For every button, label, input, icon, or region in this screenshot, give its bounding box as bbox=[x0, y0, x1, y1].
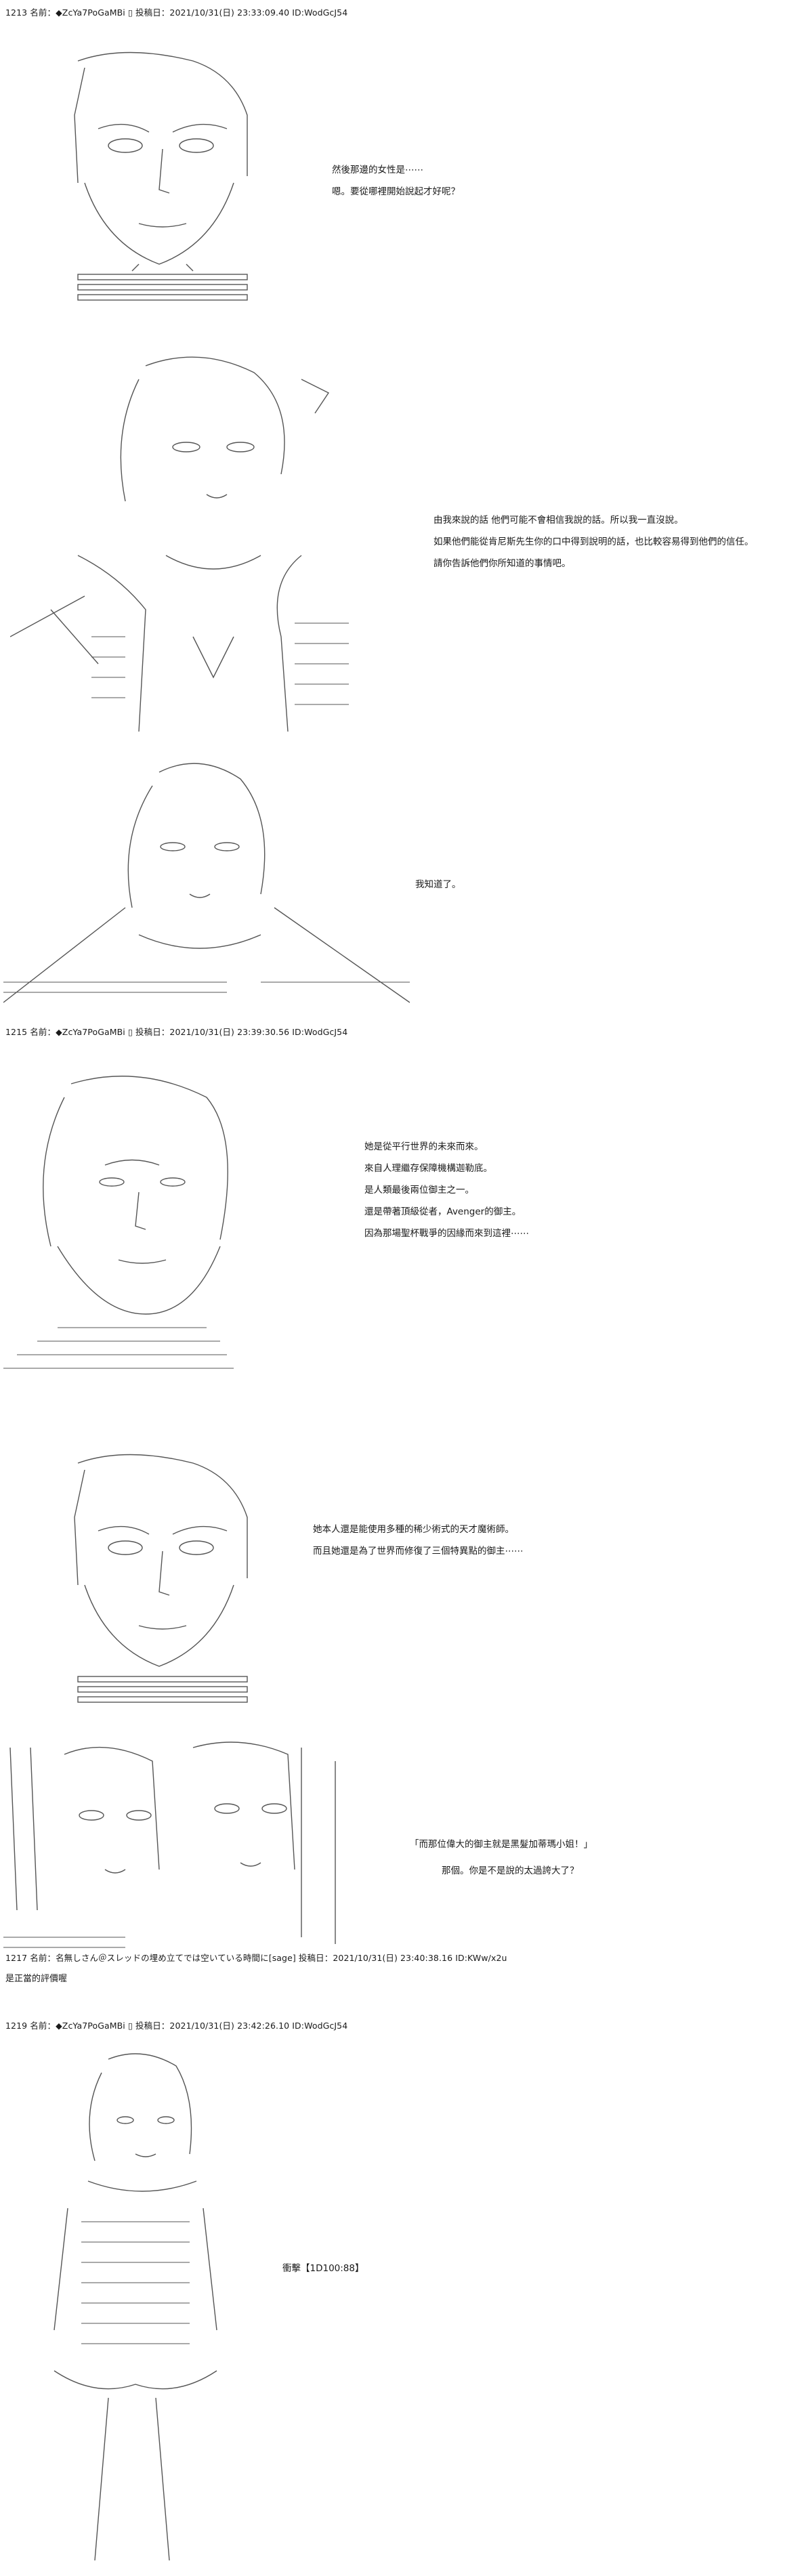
dialogue-line: 「而那位偉大的御主就是黑髮加蒂瑪小姐！」 bbox=[410, 1839, 593, 1850]
dialogue-line: 然後那邊的女性是⋯⋯ bbox=[332, 165, 423, 175]
aa-art-bust-3 bbox=[3, 759, 410, 1016]
dialogue-line: 而且她還是為了世界而修復了三個特異點的御主⋯⋯ bbox=[313, 1546, 524, 1557]
dialogue-line: 衝擊【1D100:88】 bbox=[282, 2263, 364, 2274]
dialogue-line: 還是帶著頂級從者，Avenger的御主。 bbox=[364, 1206, 522, 1217]
dialogue-line: 請你告訴他們你所知道的事情吧。 bbox=[433, 558, 571, 569]
dialogue-line: 我知道了。 bbox=[415, 879, 461, 890]
post-header-1213: 1213 名前：◆ZcYa7PoGaMBi ▯ 投稿日：2021/10/31(日… bbox=[5, 7, 348, 18]
post-header-1219: 1219 名前：◆ZcYa7PoGaMBi ▯ 投稿日：2021/10/31(日… bbox=[5, 2021, 348, 2031]
post-header-1215: 1215 名前：◆ZcYa7PoGaMBi ▯ 投稿日：2021/10/31(日… bbox=[5, 1027, 348, 1037]
dialogue-line: 來自人理繼存保障機構迦勒底。 bbox=[364, 1163, 492, 1174]
aa-art-two-faces-6 bbox=[3, 1734, 342, 1958]
aa-art-face-1 bbox=[58, 47, 274, 318]
dialogue-line: 她是從平行世界的未來而來。 bbox=[364, 1141, 484, 1152]
aa-art-face-5 bbox=[58, 1450, 274, 1720]
aa-art-figure-2 bbox=[10, 352, 389, 745]
dialogue-line: 是人類最後兩位御主之一。 bbox=[364, 1185, 474, 1196]
dialogue-line: 她本人還是能使用多種的稀少術式的天才魔術師。 bbox=[313, 1524, 514, 1535]
dialogue-line: 如果他們能從肯尼斯先生你的口中得到說明的話，也比較容易得到他們的信任。 bbox=[433, 536, 754, 547]
dialogue-line: 由我來說的話 他們可能不會相信我說的話。所以我一直沒說。 bbox=[433, 515, 683, 526]
comment-text: 是正當的評價喔 bbox=[5, 1974, 68, 1984]
post-header-1217: 1217 名前：名無しさん＠スレッドの埋め立てでは空いている時間に[sage] … bbox=[5, 1953, 507, 1963]
aa-art-man-4 bbox=[3, 1070, 247, 1389]
dialogue-line: 嗯。要從哪裡開始說起才好呢？ bbox=[332, 186, 460, 197]
dialogue-line: 因為那場聖杯戰爭的因緣而來到這裡⋯⋯ bbox=[364, 1228, 529, 1239]
aa-art-standing-7 bbox=[41, 2046, 230, 2567]
dialogue-line: 那個。你是不是說的太過誇大了？ bbox=[442, 1865, 579, 1876]
